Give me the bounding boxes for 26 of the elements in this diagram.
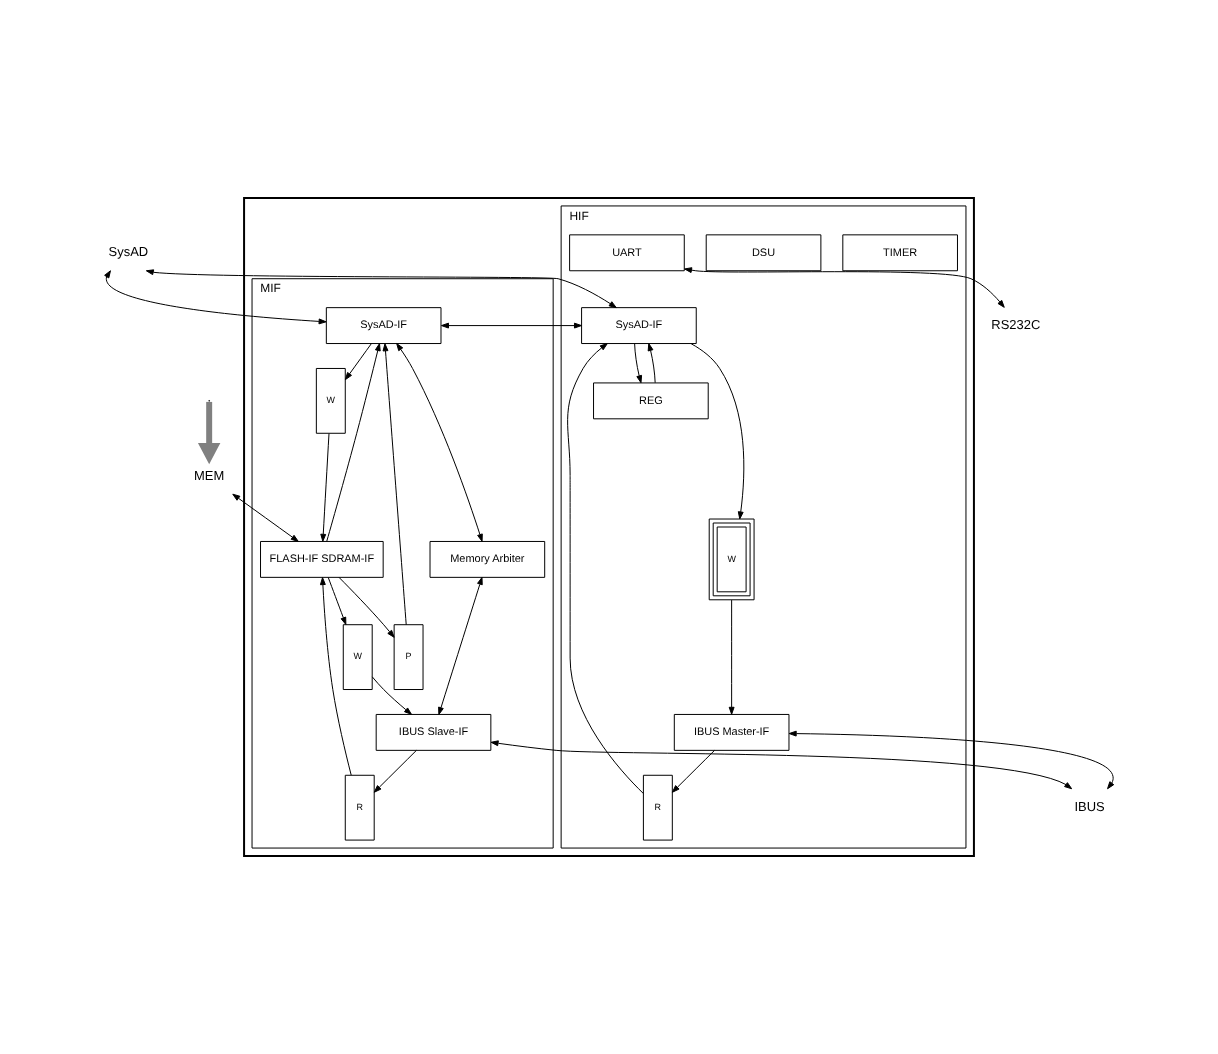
arrow (319, 577, 352, 776)
arrow (647, 343, 656, 384)
arrow (690, 343, 745, 520)
arrow (197, 401, 221, 465)
arrow (104, 270, 327, 325)
arrow (634, 343, 643, 384)
arrow (490, 740, 1073, 790)
arrow (382, 343, 407, 626)
arrow (232, 493, 299, 542)
arrow (145, 269, 617, 309)
arrow (344, 343, 372, 381)
arrow (327, 577, 347, 625)
arrow (320, 433, 330, 542)
arrow (396, 343, 483, 542)
arrow (371, 676, 412, 715)
cluster (243, 196, 975, 858)
arrow (788, 730, 1115, 790)
arrow (728, 599, 735, 715)
arrow (373, 749, 417, 793)
arrow (438, 576, 483, 715)
arrow (567, 343, 644, 794)
arrow (684, 267, 1005, 308)
arrow (326, 343, 381, 542)
arrow (441, 322, 582, 329)
arrow (338, 576, 395, 638)
arrow (671, 749, 716, 793)
